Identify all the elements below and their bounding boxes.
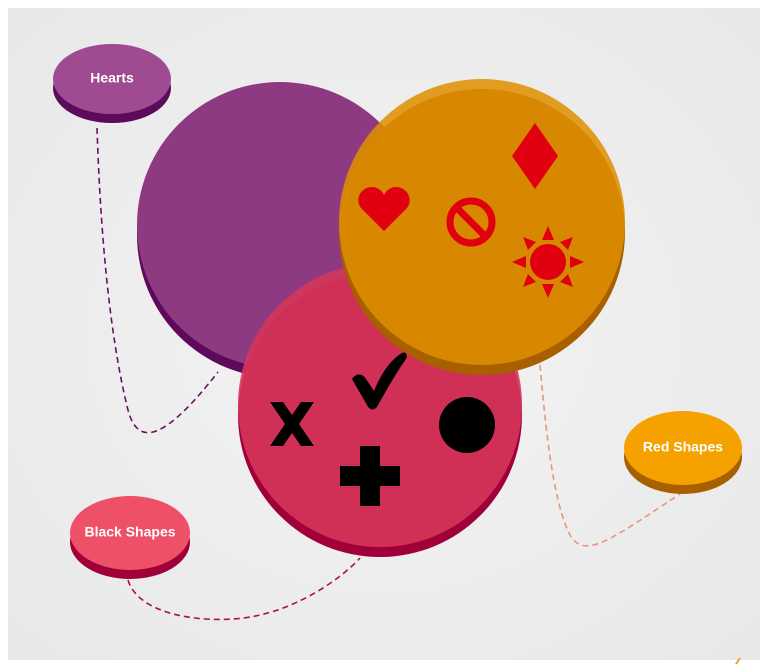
prohibited-sign-icon — [446, 197, 496, 247]
filled-circle-icon — [439, 397, 495, 453]
plus-cross-icon — [340, 446, 400, 506]
corner-mark — [735, 657, 741, 665]
check-mark-icon — [352, 352, 407, 410]
label-red-shapes-text: Red Shapes — [643, 439, 723, 455]
label-red-shapes[interactable]: Red Shapes — [624, 411, 742, 494]
diamond-icon — [512, 123, 558, 189]
label-black-shapes-text: Black Shapes — [84, 524, 175, 540]
label-hearts-text: Hearts — [90, 70, 134, 86]
label-hearts[interactable]: Hearts — [53, 44, 171, 123]
connector-hearts — [96, 127, 219, 434]
x-mark-icon — [270, 402, 314, 446]
label-black-shapes[interactable]: Black Shapes — [70, 496, 190, 579]
connector-red-shapes — [539, 364, 681, 547]
sun-icon — [512, 226, 584, 298]
heart-icon — [358, 187, 410, 231]
